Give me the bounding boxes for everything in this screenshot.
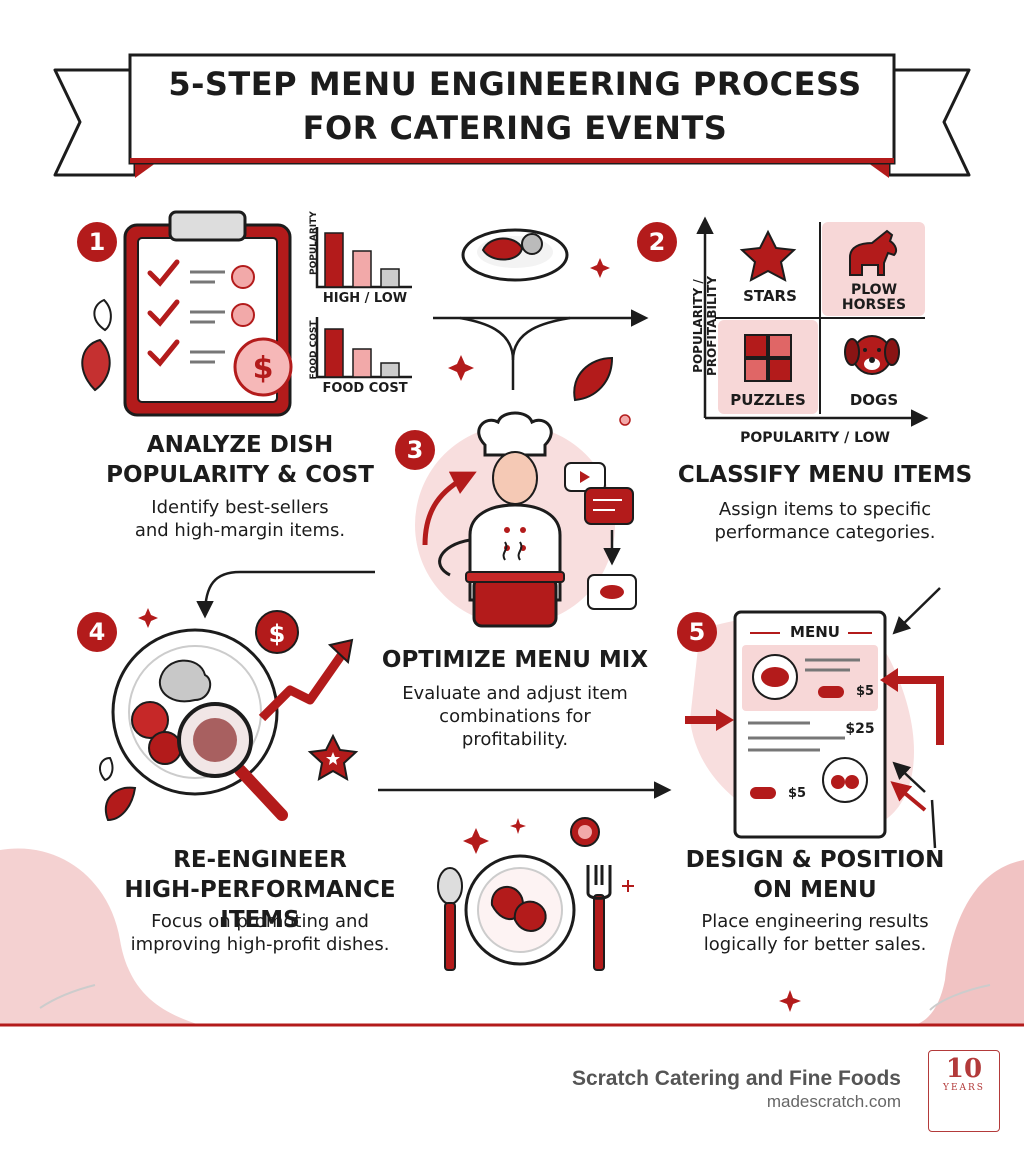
menu-price-1: $5 xyxy=(855,684,875,699)
menu-card-icon xyxy=(733,610,887,839)
page-title: 5-STEP MENU ENGINEERING PROCESS FOR CATE… xyxy=(150,62,880,150)
leaf-icon xyxy=(105,786,137,822)
step-1-heading: ANALYZE DISH POPULARITY & COST xyxy=(100,430,380,490)
brand-logo: 10 YEARS xyxy=(928,1050,1000,1132)
menu-price-2: $25 xyxy=(845,721,875,737)
logo-number: 10 xyxy=(945,1054,983,1084)
step-2-description-line: performance categories. xyxy=(714,522,936,543)
step-1-badge: 1 xyxy=(77,222,117,262)
step-2-badge: 2 xyxy=(637,222,677,262)
step-1-heading-line: POPULARITY & COST xyxy=(106,462,374,488)
step-1-description-line: and high-margin items. xyxy=(134,520,346,541)
chart-1-y-label: POPULARITY xyxy=(309,211,319,275)
sparkle-icon xyxy=(510,818,526,834)
step-3-description-line: combinations for xyxy=(439,706,591,727)
step-1-description-line: Identify best-sellers xyxy=(151,497,329,518)
chart-bar xyxy=(324,232,344,288)
clipboard-icon: $ xyxy=(123,210,293,417)
matrix-x-axis-label: POPULARITY / LOW xyxy=(740,430,890,446)
step-4-description: Focus on promoting and improving high-pr… xyxy=(90,910,430,956)
step-4-description-line: improving high-profit dishes. xyxy=(130,934,390,955)
spoon-icon xyxy=(437,867,463,971)
bar-chart-icon xyxy=(315,317,412,379)
svg-text:$: $ xyxy=(269,620,286,648)
pot-icon xyxy=(465,541,565,628)
dog-icon xyxy=(844,335,900,375)
step-1-heading-line: ANALYZE DISH xyxy=(146,432,334,458)
title-line-1: 5-STEP MENU ENGINEERING PROCESS xyxy=(168,65,862,103)
quadrant-dogs-label: DOGS xyxy=(849,391,899,409)
step-3-description: Evaluate and adjust item combinations fo… xyxy=(370,682,660,751)
leaf-icon xyxy=(81,338,111,392)
step-1-description: Identify best-sellers and high-margin it… xyxy=(80,496,400,542)
quadrant-plow-horses-label: PLOW HORSES xyxy=(841,282,907,313)
trend-arrow-icon xyxy=(258,638,354,722)
footer-url: madescratch.com xyxy=(766,1092,901,1111)
step-4-badge: 4 xyxy=(77,612,117,652)
step-4-description-line: Focus on promoting and xyxy=(151,911,369,932)
step-3-badge: 3 xyxy=(395,430,435,470)
step-2-heading-line: CLASSIFY MENU ITEMS xyxy=(677,462,973,488)
puzzle-icon xyxy=(744,334,792,382)
sparkle-icon xyxy=(590,258,610,278)
fork-icon xyxy=(586,865,612,971)
chart-1-x-label: HIGH / LOW xyxy=(322,291,408,306)
chart-bar xyxy=(352,250,372,288)
chart-bar xyxy=(324,328,344,378)
classification-matrix xyxy=(696,216,929,427)
logo-word: YEARS xyxy=(943,1083,985,1093)
quadrant-puzzles-label: PUZZLES xyxy=(730,391,806,409)
chat-bubbles-icon xyxy=(564,462,637,610)
step-4-heading-line: RE-ENGINEER xyxy=(173,847,347,873)
plate-icon xyxy=(464,854,576,966)
sparkle-icon xyxy=(463,828,489,854)
step-2-heading: CLASSIFY MENU ITEMS xyxy=(660,460,990,490)
chart-bar xyxy=(352,348,372,378)
step-3-description-line: Evaluate and adjust item xyxy=(402,683,628,704)
menu-card-title: MENU xyxy=(790,623,840,641)
quadrant-stars-label: STARS xyxy=(743,287,797,305)
magnifier-icon xyxy=(177,702,288,821)
star-icon xyxy=(739,229,797,282)
step-4-heading: RE-ENGINEER HIGH-PERFORMANCE ITEMS xyxy=(90,845,430,935)
sparkle-icon xyxy=(779,990,801,1012)
step-5-heading-line: DESIGN & POSITION xyxy=(685,847,945,873)
sparkle-icon xyxy=(138,608,158,628)
step-5-badge: 5 xyxy=(677,612,717,652)
title-banner xyxy=(53,53,971,178)
step-2-description-line: Assign items to specific xyxy=(718,499,932,520)
leaf-icon xyxy=(573,356,614,402)
title-line-2: FOR CATERING EVENTS xyxy=(302,109,728,147)
step-5-heading-line: ON MENU xyxy=(753,877,877,903)
menu-price-3: $5 xyxy=(787,786,807,801)
dollar-icon: $ xyxy=(255,610,299,654)
step-3-description-line: profitability. xyxy=(461,729,569,750)
leaf-icon xyxy=(98,756,114,782)
chart-2-x-label: FOOD COST xyxy=(322,381,408,396)
footer-brand: Scratch Catering and Fine Foods xyxy=(571,1067,901,1090)
bar-chart-icon xyxy=(315,227,412,289)
svg-text:$: $ xyxy=(253,351,274,386)
step-5-description-line: Place engineering results xyxy=(701,911,929,932)
chart-bar xyxy=(380,362,400,378)
step-4-heading-line: HIGH-PERFORMANCE ITEMS xyxy=(124,877,396,933)
chart-bar xyxy=(380,268,400,288)
matrix-y-axis-label: POPULARITY / PROFITABILITY xyxy=(691,275,719,377)
step-2-description: Assign items to specific performance cat… xyxy=(660,498,990,544)
step-3-heading: OPTIMIZE MENU MIX xyxy=(370,645,660,675)
horse-icon xyxy=(849,229,898,276)
step-5-description: Place engineering results logically for … xyxy=(660,910,970,956)
leaf-icon xyxy=(93,298,112,332)
step-5-description-line: logically for better sales. xyxy=(703,934,927,955)
step-5-heading: DESIGN & POSITION ON MENU xyxy=(660,845,970,905)
chart-2-y-label: FOOD COST xyxy=(309,320,319,380)
sparkle-icon xyxy=(448,355,474,381)
step-3-heading-line: OPTIMIZE MENU MIX xyxy=(381,647,649,673)
plate-icon xyxy=(461,228,569,282)
